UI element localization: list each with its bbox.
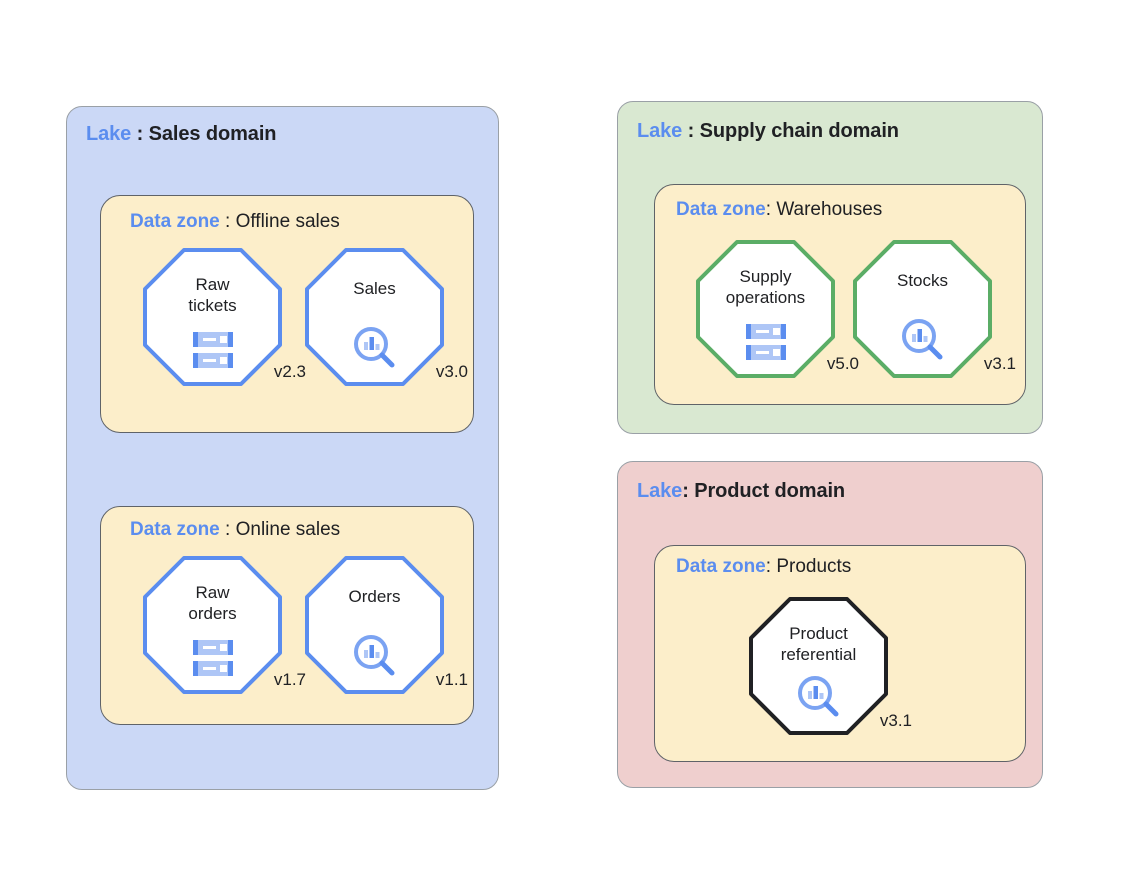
octagon-shape xyxy=(696,240,835,378)
storage-icon xyxy=(190,638,236,683)
data-zone-online-name: Online sales xyxy=(235,519,341,540)
octagon-shape xyxy=(853,240,992,378)
lake-keyword: Lake xyxy=(637,120,683,142)
data-zone-separator: : xyxy=(219,519,236,540)
lake-keyword: Lake xyxy=(637,480,683,502)
data-asset-version: v1.7 xyxy=(273,670,306,689)
data-asset-stocks[interactable]: Stocks v3.1 xyxy=(853,240,1016,378)
lake-sales-title: Lake : Sales domain xyxy=(86,123,277,146)
lake-sales-name: Sales domain xyxy=(148,123,277,145)
lake-product-title: Lake: Product domain xyxy=(637,480,845,503)
lake-supply-name: Supply chain domain xyxy=(699,120,899,142)
data-zone-separator: : xyxy=(765,199,777,220)
data-zone-offline-name: Offline sales xyxy=(235,211,340,232)
data-zone-keyword: Data zone xyxy=(130,519,220,540)
search-analytics-icon xyxy=(353,634,397,683)
data-zone-keyword: Data zone xyxy=(130,211,220,232)
lake-keyword: Lake xyxy=(86,123,132,145)
lake-separator: : xyxy=(682,480,695,502)
data-zone-keyword: Data zone xyxy=(676,556,766,577)
data-zone-warehouses-title: Data zone: Warehouses xyxy=(676,199,882,221)
octagon-shape xyxy=(143,556,282,694)
data-asset-version: v3.1 xyxy=(983,354,1016,373)
data-asset-version: v5.0 xyxy=(826,354,859,373)
data-zone-separator: : xyxy=(219,211,236,232)
storage-icon xyxy=(743,322,789,367)
search-analytics-icon xyxy=(901,318,945,367)
data-zone-separator: : xyxy=(765,556,777,577)
octagon-shape xyxy=(749,597,888,735)
data-asset-supply-operations[interactable]: Supply operations v5.0 xyxy=(696,240,859,378)
data-asset-version: v3.1 xyxy=(879,711,912,730)
data-zone-warehouses-name: Warehouses xyxy=(776,199,883,220)
octagon-shape xyxy=(143,248,282,386)
data-zone-products-name: Products xyxy=(776,556,852,577)
lake-separator: : xyxy=(682,120,700,142)
lake-separator: : xyxy=(131,123,149,145)
data-zone-offline-title: Data zone : Offline sales xyxy=(130,211,340,233)
octagon-shape xyxy=(305,556,444,694)
data-asset-version: v2.3 xyxy=(273,362,306,381)
data-asset-product-referential[interactable]: Product referential v3.1 xyxy=(749,597,912,735)
data-asset-sales[interactable]: Sales v3.0 xyxy=(305,248,468,386)
data-zone-products-title: Data zone: Products xyxy=(676,556,851,578)
storage-icon xyxy=(190,330,236,375)
lake-product-name: Product domain xyxy=(694,480,846,502)
data-asset-version: v1.1 xyxy=(435,670,468,689)
data-zone-keyword: Data zone xyxy=(676,199,766,220)
search-analytics-icon xyxy=(353,326,397,375)
data-asset-raw-orders[interactable]: Raw orders v1.7 xyxy=(143,556,306,694)
data-asset-raw-tickets[interactable]: Raw tickets v2.3 xyxy=(143,248,306,386)
data-zone-online-title: Data zone : Online sales xyxy=(130,519,340,541)
lake-supply-title: Lake : Supply chain domain xyxy=(637,120,899,143)
search-analytics-icon xyxy=(797,675,841,724)
octagon-shape xyxy=(305,248,444,386)
data-asset-version: v3.0 xyxy=(435,362,468,381)
data-asset-orders[interactable]: Orders v1.1 xyxy=(305,556,468,694)
